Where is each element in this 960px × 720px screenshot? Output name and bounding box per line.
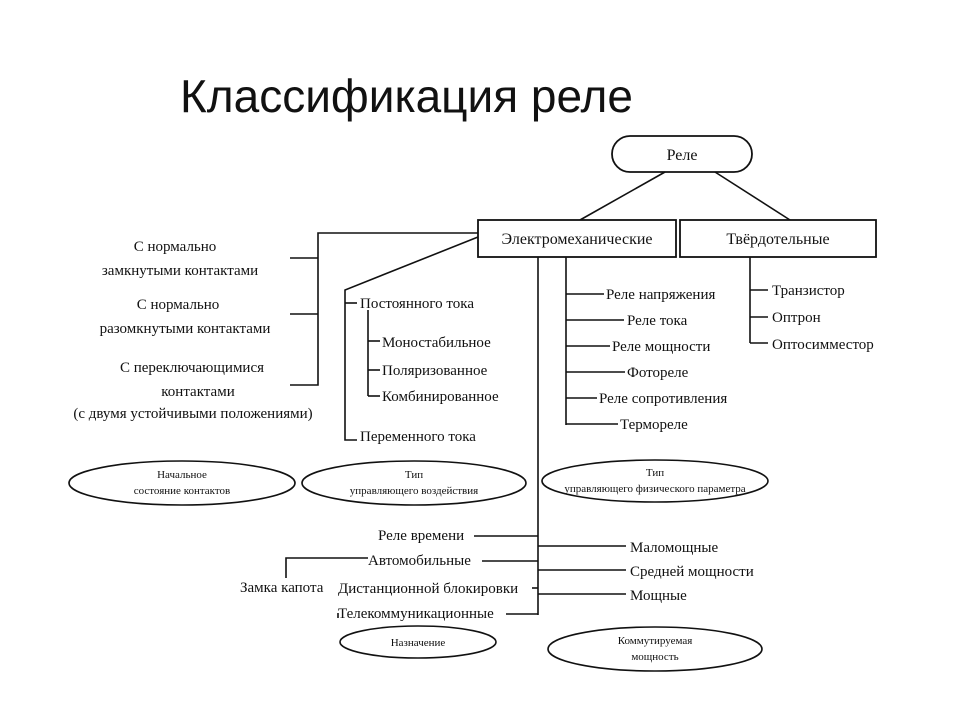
connector-root-solid-state (714, 171, 791, 221)
pp-item-power: Реле мощности (612, 339, 710, 355)
changeover-line-1: С переключающимися (120, 360, 264, 376)
pp-item-voltage: Реле напряжения (606, 287, 715, 303)
oval-physical-parameter (541, 459, 769, 503)
changeover-line-2: контактами (161, 384, 234, 400)
contact-state-connector (290, 232, 478, 386)
oval-purpose-label: Назначение (391, 637, 446, 649)
changeover-line-3: (с двумя устойчивыми положениями) (73, 406, 312, 422)
oval-control-action-line-1: Тип (405, 469, 423, 481)
hood-lock-connector (285, 557, 368, 573)
power-item-low: Маломощные (630, 540, 718, 556)
power-item-medium: Средней мощности (630, 564, 754, 580)
purpose-sub-item-hood-lock: Замка капота (240, 580, 324, 596)
root-node (611, 135, 753, 173)
power-item-high: Мощные (630, 588, 687, 604)
ac-label: Переменного тока (360, 429, 476, 445)
normally-closed-line-2: замкнутыми контактами (102, 263, 258, 279)
purpose-item-telecom: Телекоммуникационные (338, 606, 494, 622)
oval-switched-power-line-2: мощность (631, 651, 678, 663)
oval-control-action-line-2: управляющего воздействия (350, 485, 478, 497)
electromechanical-label: Электромеханические (502, 231, 653, 248)
dc-item-polarized: Поляризованное (382, 363, 488, 379)
oval-physical-parameter-line-2: управляющего физического параметра (564, 483, 745, 495)
pp-item-resistance: Реле сопротивления (599, 391, 727, 407)
pp-item-photo: Фотореле (627, 365, 689, 381)
solid-state-box (679, 219, 877, 258)
pp-item-thermal: Термореле (620, 417, 688, 433)
purpose-item-timer: Реле времени (378, 528, 464, 544)
oval-purpose (339, 625, 497, 659)
normally-closed-line-1: С нормально (134, 239, 217, 255)
purpose-item-remote-lock: Дистанционной блокировки (338, 581, 518, 597)
dc-item-combined: Комбинированное (382, 389, 499, 405)
oval-initial-state (68, 460, 296, 506)
pp-item-current: Реле тока (627, 313, 688, 329)
oval-physical-parameter-line-1: Тип (646, 467, 664, 479)
oval-switched-power-line-1: Коммутируемая (618, 635, 693, 647)
oval-switched-power (547, 626, 763, 672)
normally-open-line-1: С нормально (137, 297, 220, 313)
purpose-item-automotive: Автомобильные (368, 553, 471, 569)
solid-state-item-optosimistor: Оптосимместор (772, 337, 874, 353)
solid-state-item-optocoupler: Оптрон (772, 310, 821, 326)
oval-control-action (301, 460, 527, 506)
control-action-connector (344, 236, 479, 441)
electromechanical-box (477, 219, 677, 258)
root-node-label: Реле (667, 147, 698, 164)
oval-initial-state-line-1: Начальное (157, 469, 207, 481)
oval-initial-state-line-2: состояние контактов (134, 485, 231, 497)
connector-root-electromechanical (579, 171, 666, 221)
dc-item-monostable: Моностабильное (382, 335, 491, 351)
solid-state-item-transistor: Транзистор (772, 283, 845, 299)
page-title: Классификация реле (180, 70, 633, 122)
dc-label: Постоянного тока (360, 296, 474, 312)
solid-state-label: Твёрдотельные (726, 231, 829, 248)
normally-open-line-2: разомкнутыми контактами (100, 321, 271, 337)
